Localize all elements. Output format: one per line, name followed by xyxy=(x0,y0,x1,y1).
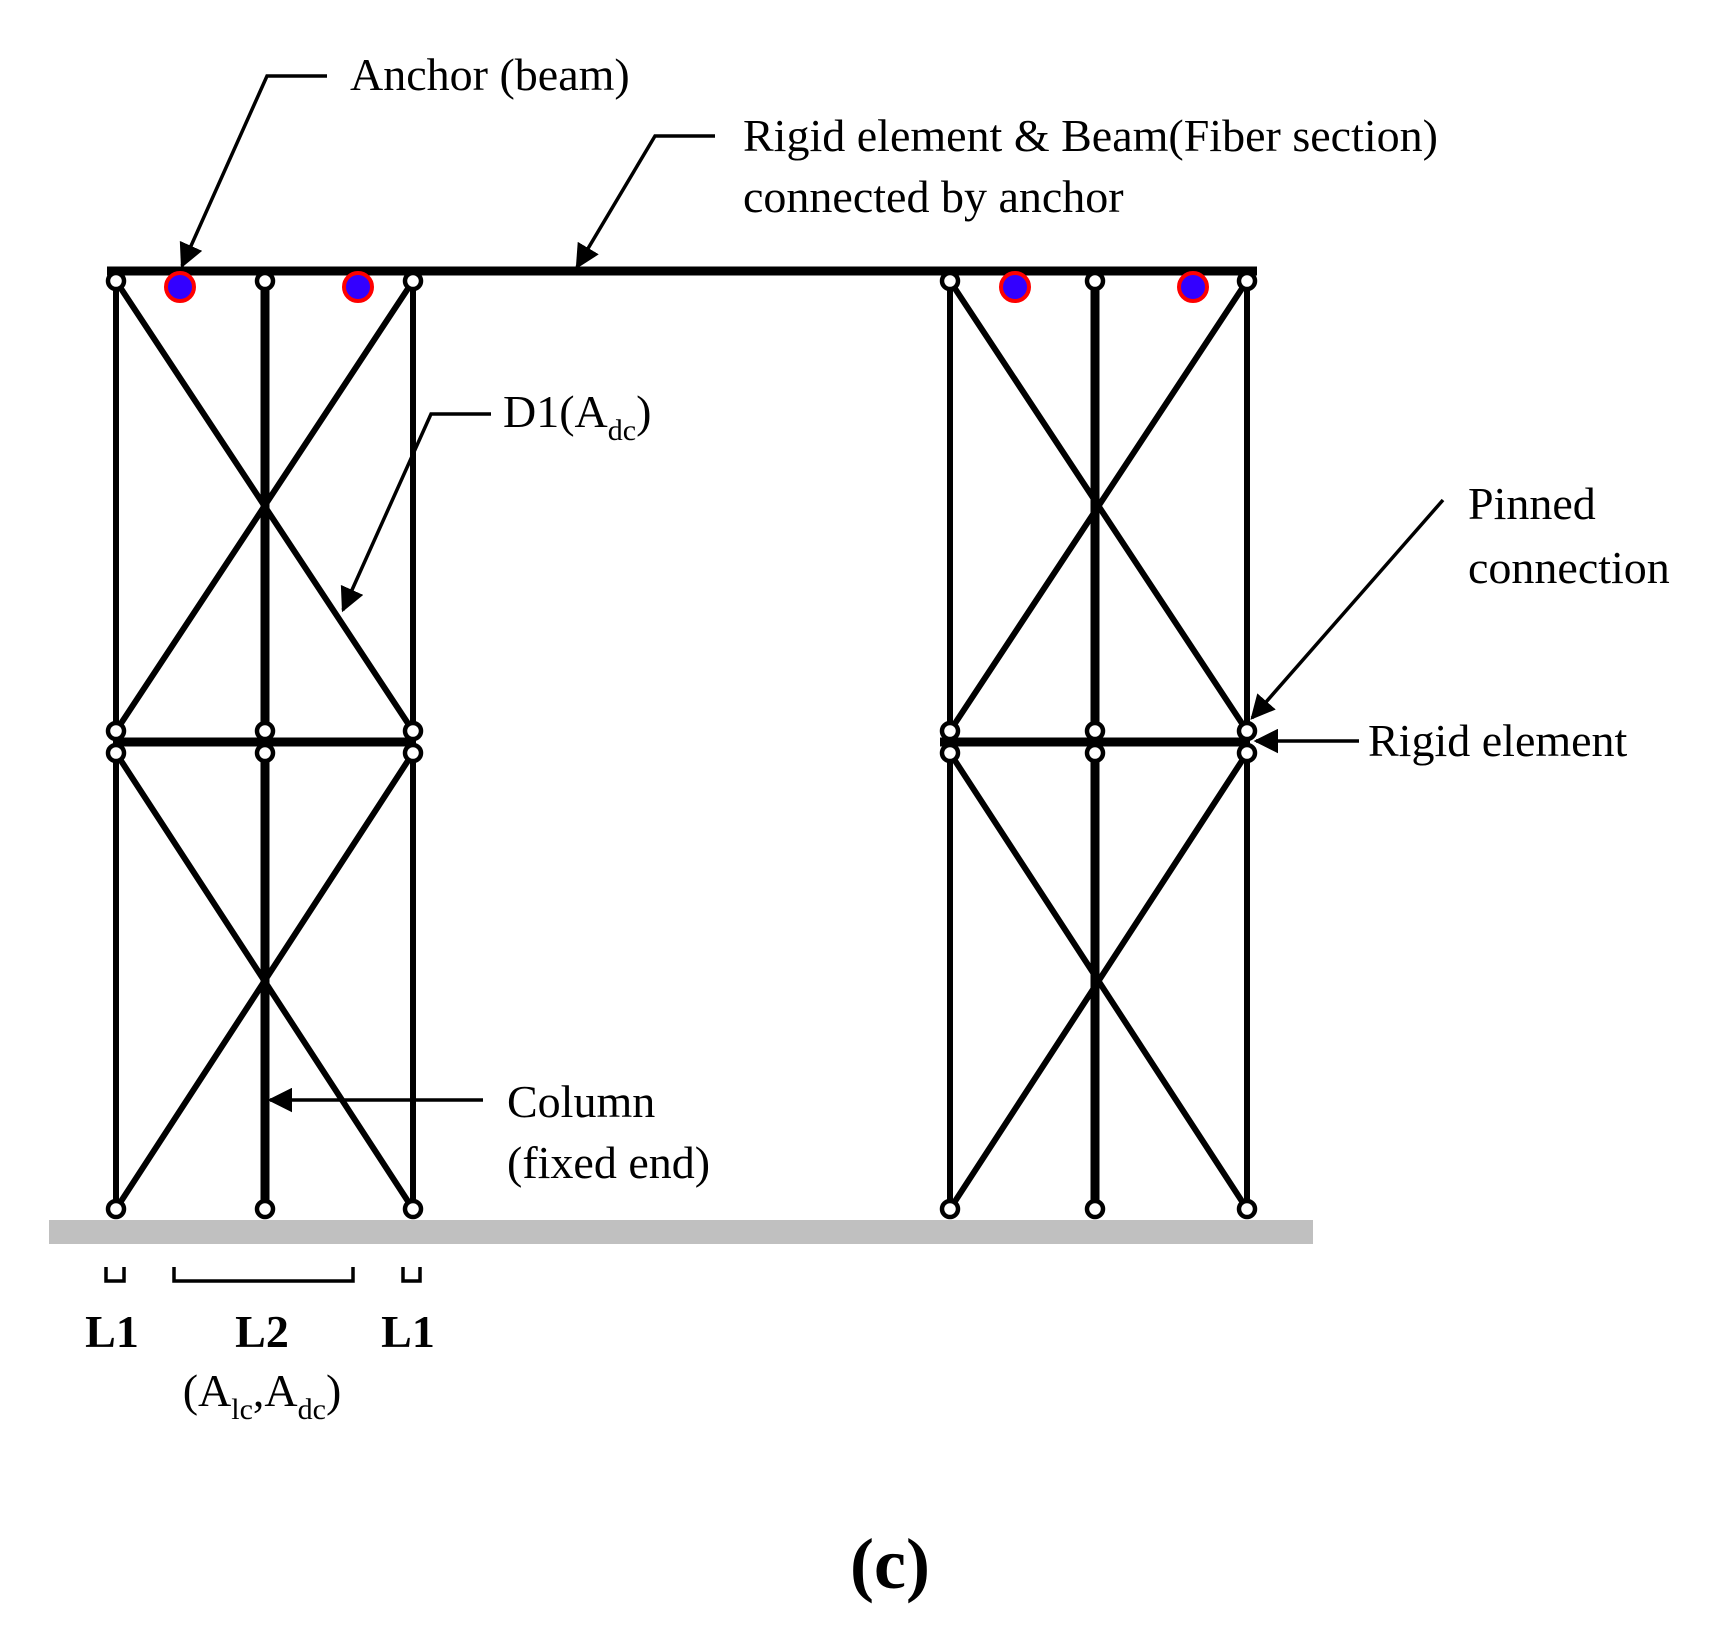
bracket-l1-left xyxy=(104,1267,126,1283)
label-l2-close: ) xyxy=(326,1365,341,1416)
left-tower-pin-mid-upper-center xyxy=(254,720,276,742)
label-pinned-line1: Pinned xyxy=(1468,478,1596,529)
right-tower-pin-top-left xyxy=(939,270,961,292)
panel-label: (c) xyxy=(850,1524,930,1604)
left-tower-pin-mid-upper-right xyxy=(402,720,424,742)
label-l2-properties: (Alc,Adc) xyxy=(183,1365,342,1426)
anchor-left-tower-2 xyxy=(342,271,374,303)
label-column-line2: (fixed end) xyxy=(507,1137,710,1188)
dimension-brackets xyxy=(104,1267,422,1283)
right-tower-pin-mid-upper-left xyxy=(939,720,961,742)
left-tower-pin-top-center xyxy=(254,270,276,292)
right-tower xyxy=(939,270,1258,1220)
label-l2-sub2: dc xyxy=(298,1393,326,1426)
left-tower-pin-base-center xyxy=(254,1198,276,1220)
right-tower-pin-top-right xyxy=(1236,270,1258,292)
anchor-right-tower-2 xyxy=(1177,271,1209,303)
leader-lines xyxy=(179,74,1445,1113)
left-tower-pin-top-left xyxy=(105,270,127,292)
leader-anchor-beam xyxy=(179,74,327,269)
label-l2-mid: ,A xyxy=(253,1365,298,1416)
label-l1-left: L1 xyxy=(85,1306,139,1357)
left-tower-pin-mid-lower-right xyxy=(402,742,424,764)
right-tower-pin-mid-upper-center xyxy=(1084,720,1106,742)
bracket-l2 xyxy=(172,1267,355,1283)
left-tower-pin-base-left xyxy=(105,1198,127,1220)
label-column-line1: Column xyxy=(507,1076,655,1127)
right-tower-upper-diagonal-b xyxy=(947,278,1250,734)
anchor-right-tower-1 xyxy=(999,271,1031,303)
right-tower-pin-base-left xyxy=(939,1198,961,1220)
right-tower-pin-mid-lower-left xyxy=(939,742,961,764)
label-l2: L2 xyxy=(235,1306,289,1357)
ground-base xyxy=(49,1220,1313,1244)
label-l2-open: (A xyxy=(183,1365,232,1416)
label-rigid-beam-line1: Rigid element & Beam(Fiber section) xyxy=(743,110,1438,161)
left-tower-lower-diagonal-b xyxy=(113,750,416,1212)
label-rigid-element: Rigid element xyxy=(1368,715,1628,766)
right-tower-lower-diagonal-b xyxy=(947,750,1250,1212)
left-tower-pin-top-right xyxy=(402,270,424,292)
right-tower-pin-top-center xyxy=(1084,270,1106,292)
left-tower-upper-diagonal-b xyxy=(113,278,416,734)
label-pinned-line2: connection xyxy=(1468,542,1670,593)
label-d1-sub: dc xyxy=(608,414,636,447)
label-l1-right: L1 xyxy=(381,1306,435,1357)
leader-d1 xyxy=(340,412,491,613)
left-tower-pin-base-right xyxy=(402,1198,424,1220)
left-tower xyxy=(105,270,424,1220)
label-d1-close: ) xyxy=(636,386,651,437)
right-tower-pin-mid-lower-center xyxy=(1084,742,1106,764)
leader-rigid-beam xyxy=(575,134,715,270)
right-tower-pin-mid-lower-right xyxy=(1236,742,1258,764)
label-d1: D1(Adc) xyxy=(503,386,651,447)
anchor-left-tower-1 xyxy=(164,271,196,303)
right-tower-pin-base-right xyxy=(1236,1198,1258,1220)
left-tower-pin-mid-lower-center xyxy=(254,742,276,764)
right-tower-pin-base-center xyxy=(1084,1198,1106,1220)
label-l2-sub1: lc xyxy=(231,1393,253,1426)
bracket-l1-right xyxy=(401,1267,422,1283)
label-d1-main: D1(A xyxy=(503,386,608,437)
label-anchor-beam: Anchor (beam) xyxy=(350,49,630,100)
leader-pinned-connection xyxy=(1250,498,1445,720)
right-tower-pin-mid-upper-right xyxy=(1236,720,1258,742)
anchors xyxy=(164,271,1209,303)
label-rigid-beam-line2: connected by anchor xyxy=(743,171,1124,222)
left-tower-pin-mid-upper-left xyxy=(105,720,127,742)
left-tower-pin-mid-lower-left xyxy=(105,742,127,764)
